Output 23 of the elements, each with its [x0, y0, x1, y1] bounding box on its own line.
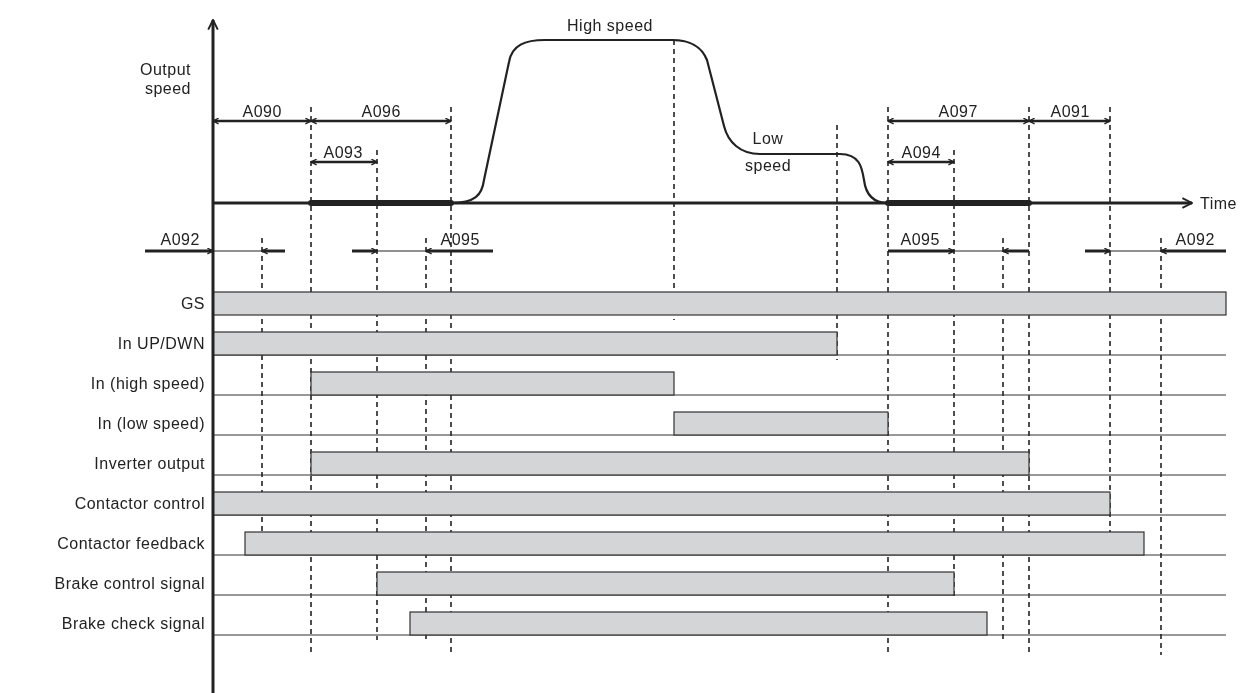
parameter-label: A090 — [242, 102, 282, 121]
signal-name: In (high speed) — [89, 374, 205, 393]
signal-name: Brake control signal — [53, 574, 205, 593]
parameter-label: A097 — [938, 102, 978, 121]
parameter-label: A096 — [361, 102, 401, 121]
axis-label: Output speed — [140, 60, 191, 98]
parameter-label: A095 — [440, 230, 480, 249]
parameter-label: A094 — [901, 143, 941, 162]
parameter-label: A093 — [323, 143, 363, 162]
speed-label: Low speed — [745, 129, 791, 176]
parameter-label: A092 — [160, 230, 200, 249]
speed-label: High speed — [567, 16, 653, 35]
signal-name: Contactor feedback — [56, 534, 205, 553]
signal-name: Contactor control — [73, 494, 205, 513]
parameter-label: A095 — [900, 230, 940, 249]
signal-name: Brake check signal — [60, 614, 205, 633]
parameter-label: A091 — [1050, 102, 1090, 121]
axis-label: Time — [1200, 194, 1237, 213]
signal-name: Inverter output — [93, 454, 205, 473]
parameter-label: A092 — [1175, 230, 1215, 249]
signal-name: In (low speed) — [96, 414, 205, 433]
signal-name: In UP/DWN — [116, 334, 205, 353]
signal-name: GS — [179, 294, 205, 313]
